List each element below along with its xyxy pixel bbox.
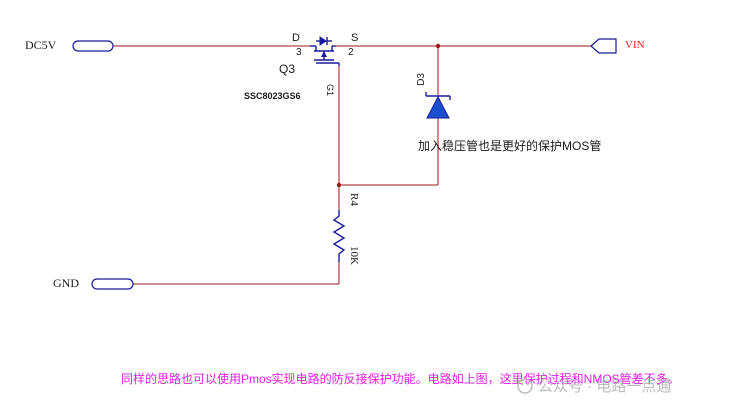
dc5v-port xyxy=(72,40,114,52)
zener-note: 加入稳压管也是更好的保护MOS管 xyxy=(418,138,601,153)
junction-source-zener xyxy=(435,43,441,49)
gnd-port xyxy=(91,278,134,290)
wires xyxy=(113,45,591,285)
dc5v-label: DC5V xyxy=(25,38,57,52)
vin-port xyxy=(590,38,617,54)
mosfet-source-number: 2 xyxy=(348,47,354,58)
vin-label: VIN xyxy=(625,39,645,51)
mosfet-gate-label: G1 xyxy=(325,84,335,96)
watermark-text: 公众号 · 电路一点通 xyxy=(538,378,671,395)
resistor-ref: R4 xyxy=(348,193,360,206)
watermark: 公众号 · 电路一点通 xyxy=(517,378,671,395)
mosfet-drain-number: 3 xyxy=(296,47,302,58)
junction-gate-zener xyxy=(336,182,342,188)
caption-text: 同样的思路也可以使用Pmos实现电路的防反接保护功能。电路如上图，这里保护过程和… xyxy=(121,371,680,386)
gnd-label: GND xyxy=(53,276,79,290)
resistor-r4-symbol xyxy=(332,210,346,262)
zener-ref: D3 xyxy=(416,73,427,86)
mosfet-drain-label: D xyxy=(292,32,300,44)
mosfet-source-label: S xyxy=(351,32,358,44)
zener-d3-symbol xyxy=(425,92,451,119)
mosfet-ref: Q3 xyxy=(279,62,295,76)
wechat-icon-inner-2 xyxy=(526,382,530,386)
mosfet-part-number: SSC8023GS6 xyxy=(244,91,301,101)
resistor-value: 10K xyxy=(348,246,360,265)
wechat-icon xyxy=(517,378,533,394)
wechat-icon-inner xyxy=(520,382,524,386)
mosfet-q3-symbol xyxy=(310,36,340,66)
